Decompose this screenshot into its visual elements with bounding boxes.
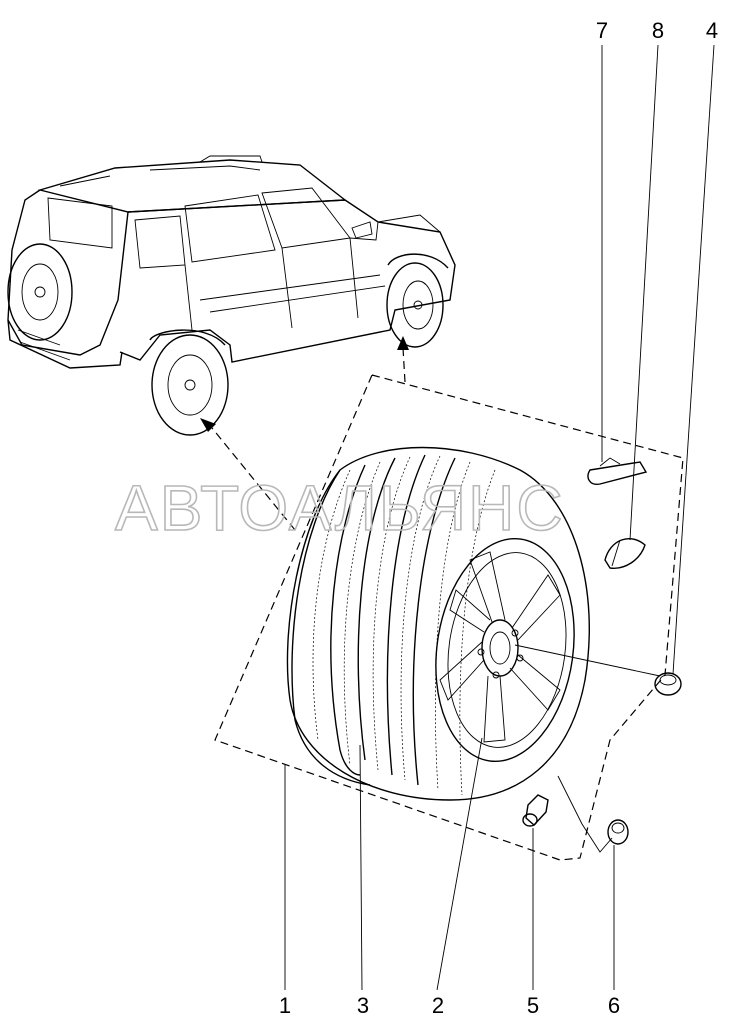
callout-4: 4 bbox=[706, 18, 718, 43]
part-6-valve-cap bbox=[607, 819, 629, 845]
tire-illustration bbox=[286, 446, 590, 801]
callout-2: 2 bbox=[432, 993, 444, 1018]
leader-lines bbox=[284, 44, 715, 991]
part-8-balance-weight bbox=[604, 538, 646, 569]
callout-8: 8 bbox=[652, 18, 664, 43]
callout-1: 1 bbox=[279, 993, 291, 1018]
callout-5: 5 bbox=[527, 993, 539, 1018]
assembly-arrows bbox=[200, 336, 409, 531]
part-7-balance-weight bbox=[587, 457, 648, 485]
callout-7: 7 bbox=[596, 18, 608, 43]
assembly-frame bbox=[214, 374, 684, 861]
suv-vehicle-illustration bbox=[7, 155, 456, 436]
callout-6: 6 bbox=[608, 993, 620, 1018]
callout-3: 3 bbox=[357, 993, 369, 1018]
part-5-valve bbox=[522, 794, 549, 827]
part-4-cap bbox=[654, 672, 682, 696]
watermark-text: АВТОАЛЬЯНС bbox=[115, 472, 565, 544]
